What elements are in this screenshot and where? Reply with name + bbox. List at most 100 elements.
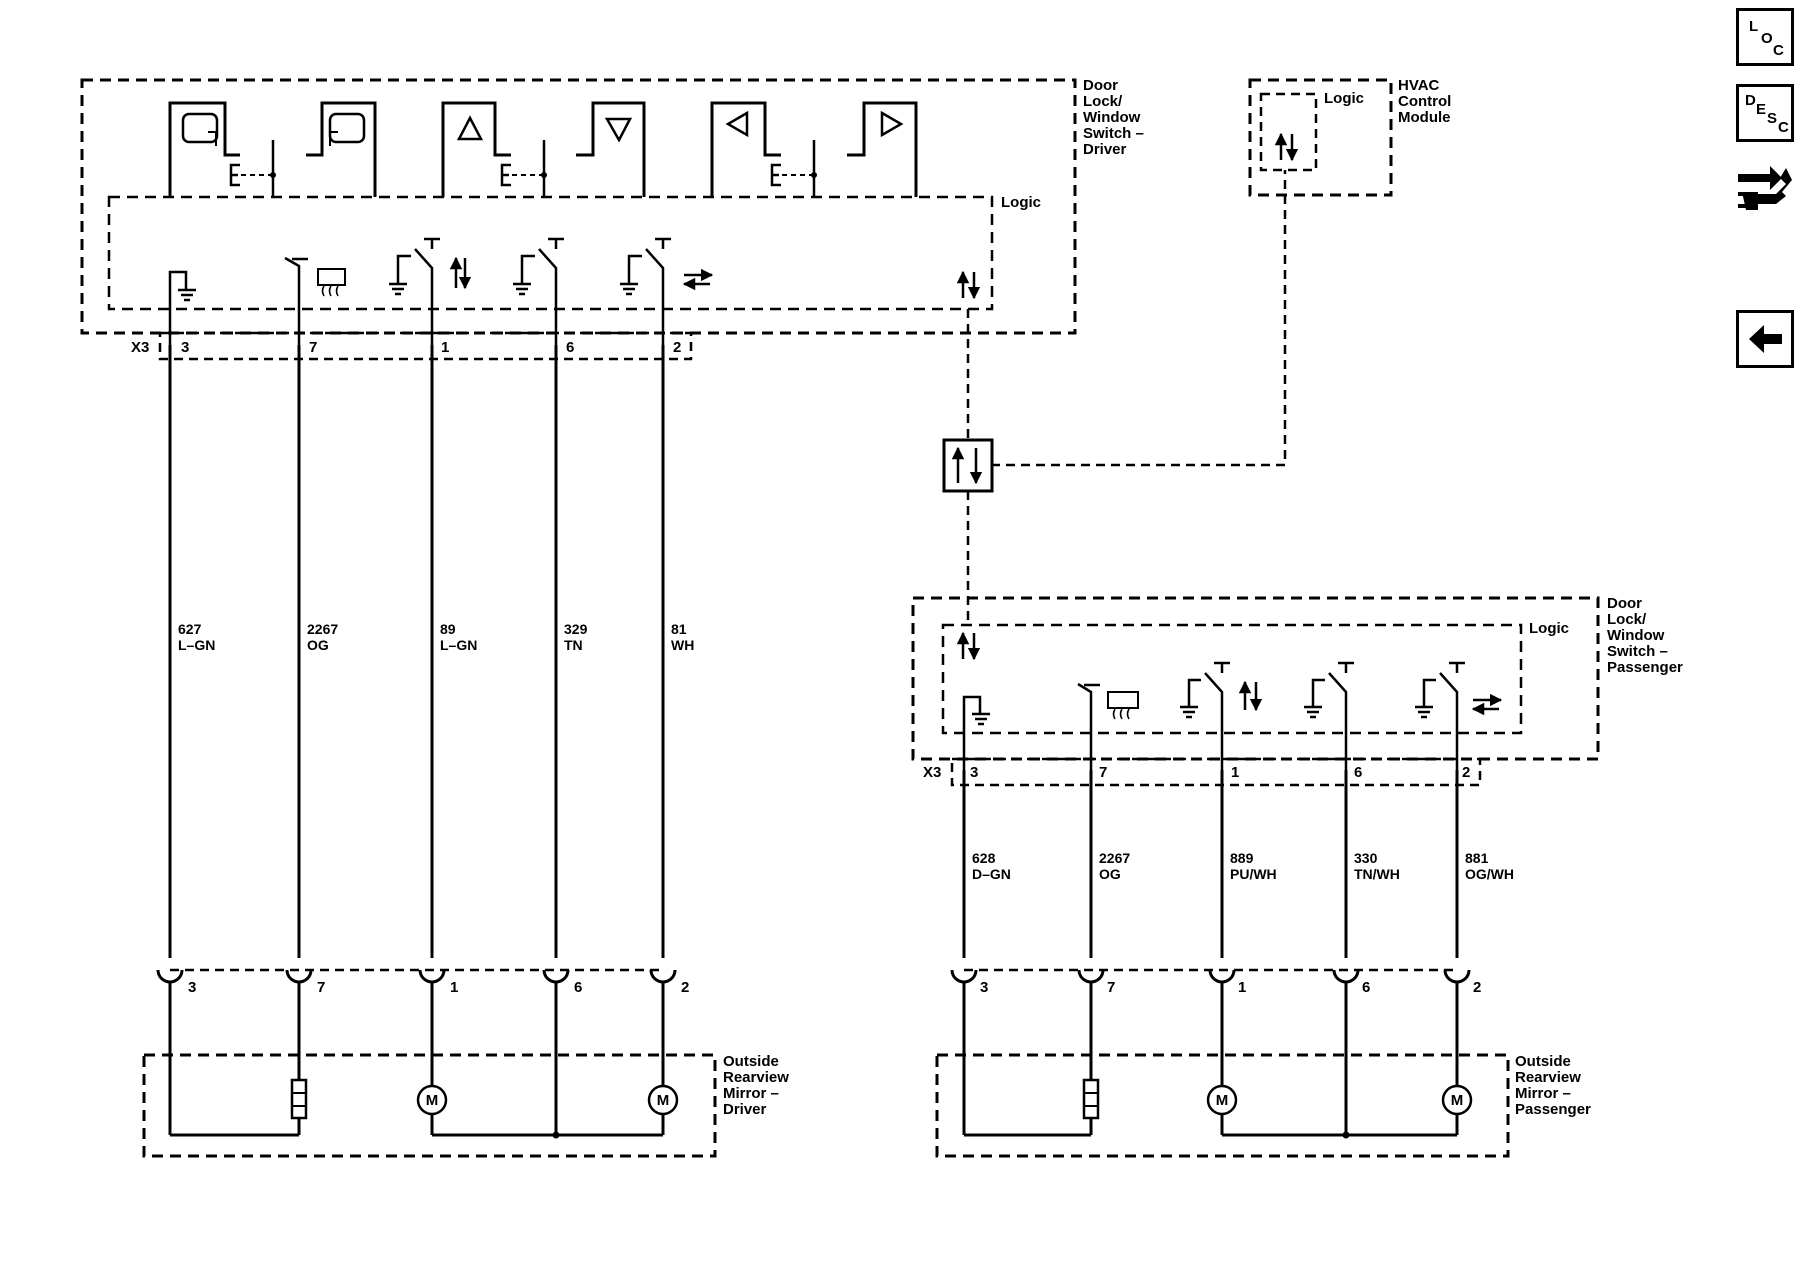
mirror-right-button <box>847 101 918 197</box>
motor-label: M <box>1216 1092 1229 1109</box>
wire-color-label: D–GN <box>972 866 1011 882</box>
hvac-logic-outline <box>1259 92 1318 172</box>
motor-icon: M <box>647 1084 679 1116</box>
driver-mirror-title: Outside Rearview Mirror – Driver <box>723 1053 789 1118</box>
driver-mirror-pin-label: 2 <box>681 979 689 996</box>
switched-ground-icon <box>1180 661 1263 770</box>
driver-mirror-pin-label: 3 <box>188 979 196 996</box>
switched-ground-icon <box>513 237 564 345</box>
hvac-title-line-3: Module <box>1398 109 1451 126</box>
passenger-mirror-title-line-4: Passenger <box>1515 1101 1591 1118</box>
driver-switch-title-line-3: Window <box>1083 109 1141 126</box>
passenger-pin-label: 3 <box>970 764 978 781</box>
location-view-icon[interactable]: L O C <box>1736 8 1794 66</box>
motor-label: M <box>426 1092 439 1109</box>
wire-circuit-label: 2267 <box>1099 850 1130 866</box>
mirror-left-button <box>710 101 781 197</box>
wire-color-label: OG/WH <box>1465 866 1514 882</box>
back-arrow-icon <box>1749 325 1782 353</box>
heater-element-icon <box>290 1078 308 1120</box>
driver-mirror-pin-label: 6 <box>574 979 582 996</box>
desc-letter: C <box>1778 119 1789 136</box>
passenger-pin-label: 6 <box>1354 764 1362 781</box>
passenger-mirror-title: Outside Rearview Mirror – Passenger <box>1515 1053 1591 1118</box>
wire-circuit-label: 81 <box>671 621 687 637</box>
hvac-module-title: HVAC Control Module <box>1398 77 1451 126</box>
loc-letter: O <box>1761 30 1773 47</box>
passenger-switch-title-line-2: Lock/ <box>1607 611 1647 628</box>
driver-logic-symbols <box>168 237 981 345</box>
passenger-mirror: 3 7 1 6 2 M M <box>935 968 1591 1158</box>
passenger-connector-label: X3 <box>923 764 941 781</box>
button-linkages <box>229 140 817 197</box>
passenger-mirror-title-line-1: Outside <box>1515 1053 1571 1070</box>
wire-color-label: WH <box>671 637 694 653</box>
passenger-switch-outline <box>911 596 1600 761</box>
driver-mirror-terminals <box>156 969 677 984</box>
connector-shape-icon <box>1738 166 1792 210</box>
driver-mirror-pin-label: 1 <box>450 979 458 996</box>
driver-logic-label: Logic <box>1001 194 1041 211</box>
ground-icon <box>168 270 196 345</box>
desc-letter: E <box>1756 101 1767 118</box>
heater-switch-icon <box>1077 682 1139 770</box>
driver-switch-title-line-5: Driver <box>1083 141 1127 158</box>
wire-color-label: TN <box>564 637 583 653</box>
serial-data-bus <box>942 170 1287 625</box>
passenger-pin-label: 2 <box>1462 764 1470 781</box>
hvac-title-line-1: HVAC <box>1398 77 1440 94</box>
desc-letter: D <box>1745 92 1756 109</box>
passenger-pin-label: 1 <box>1231 764 1239 781</box>
switched-ground-icon <box>620 237 714 345</box>
wire-circuit-label: 89 <box>440 621 456 637</box>
passenger-pin-label: 7 <box>1099 764 1107 781</box>
wire-color-label: TN/WH <box>1354 866 1400 882</box>
passenger-mirror-pin-label: 1 <box>1238 979 1246 996</box>
passenger-door-switch: Logic Door Lock/ Window Switch – Passeng… <box>911 595 1683 787</box>
connector-view-icon[interactable] <box>1736 158 1794 216</box>
driver-connector-label: X3 <box>131 339 149 356</box>
wire-color-label: OG <box>307 637 329 653</box>
driver-wire-labels: 627 L–GN 2267 OG 89 L–GN 329 TN 81 WH <box>178 621 694 653</box>
hvac-title-line-2: Control <box>1398 93 1451 110</box>
mirror-select-right-button <box>306 101 377 197</box>
driver-switch-title: Door Lock/ Window Switch – Driver <box>1083 77 1144 158</box>
motor-label: M <box>1451 1092 1464 1109</box>
wire-color-label: L–GN <box>440 637 477 653</box>
ground-icon <box>962 695 990 770</box>
mirror-down-button <box>576 101 646 197</box>
wire-circuit-label: 2267 <box>307 621 338 637</box>
passenger-wires <box>962 770 1459 958</box>
passenger-mirror-title-line-2: Rearview <box>1515 1069 1581 1086</box>
driver-pin-label: 7 <box>309 339 317 356</box>
wire-circuit-label: 330 <box>1354 850 1378 866</box>
serial-data-icon <box>1274 132 1299 162</box>
passenger-mirror-pin-label: 6 <box>1362 979 1370 996</box>
hvac-module-outline <box>1248 78 1393 197</box>
driver-switch-outline <box>80 78 1077 335</box>
serial-data-icon <box>956 631 981 661</box>
passenger-mirror-internal-wiring <box>962 982 1459 1137</box>
passenger-mirror-terminals <box>950 969 1471 984</box>
motor-icon: M <box>416 1084 448 1116</box>
passenger-wire-labels: 628 D–GN 2267 OG 889 PU/WH 330 TN/WH 881… <box>972 850 1514 882</box>
wire-circuit-label: 628 <box>972 850 996 866</box>
mirror-select-left-button <box>168 101 240 197</box>
driver-mirror-title-line-4: Driver <box>723 1101 767 1118</box>
passenger-logic-outline <box>941 623 1523 735</box>
driver-wires <box>168 345 665 958</box>
switched-ground-icon <box>1415 661 1503 770</box>
driver-mirror-internal-wiring <box>168 982 665 1137</box>
wire-circuit-label: 627 <box>178 621 202 637</box>
passenger-switch-title-line-4: Switch – <box>1607 643 1668 660</box>
hvac-control-module: Logic HVAC Control Module <box>1248 77 1451 197</box>
passenger-mirror-title-line-3: Mirror – <box>1515 1085 1571 1102</box>
description-view-icon[interactable]: D E S C <box>1736 84 1794 142</box>
wire-color-label: PU/WH <box>1230 866 1277 882</box>
back-button[interactable] <box>1736 310 1794 368</box>
hvac-logic-label: Logic <box>1324 90 1364 107</box>
wire-color-label: L–GN <box>178 637 215 653</box>
driver-pin-label: 6 <box>566 339 574 356</box>
loc-letter: C <box>1773 42 1784 59</box>
